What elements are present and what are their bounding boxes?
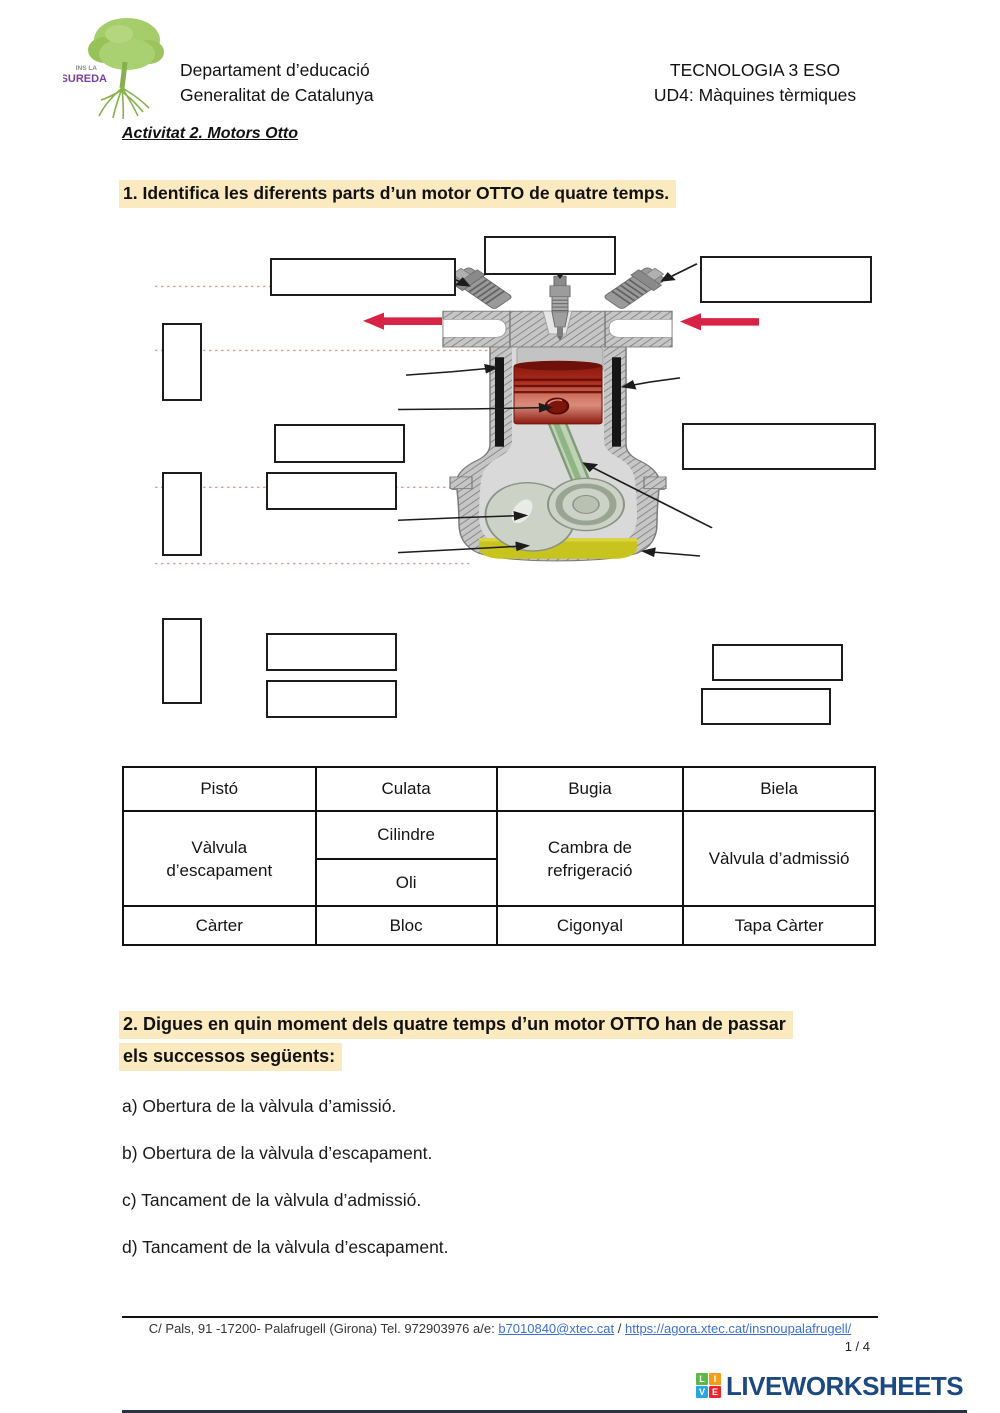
footer-email-link[interactable]: b7010840@xtec.cat <box>498 1321 615 1336</box>
engine-diagram <box>0 228 1000 730</box>
answer-box-left-1[interactable] <box>162 323 202 401</box>
liveworksheets-wordmark: LIVEWORKSHEETS <box>726 1371 964 1401</box>
table-row: Càrter Bloc Cigonyal Tapa Càrter <box>122 905 876 946</box>
header-left-line1: Departament d’educació <box>180 60 370 80</box>
part-cell-biela: Biela <box>682 766 876 812</box>
liveworksheets-branding: L I V E LIVEWORKSHEETS <box>696 1371 964 1402</box>
dotted-guide-lines <box>155 285 491 565</box>
intake-valve-graphic <box>604 267 665 309</box>
part-cell-oli: Oli <box>314 858 498 907</box>
logo-square-e: E <box>709 1386 721 1398</box>
header-right-line2: UD4: Màquines tèrmiques <box>653 85 857 105</box>
part-cell-culata: Culata <box>314 766 498 812</box>
question1-heading: 1. Identifica les diferents parts d’un m… <box>119 180 677 208</box>
answer-box-left-2[interactable] <box>162 472 202 556</box>
part-cell-cigonyal: Cigonyal <box>495 905 685 946</box>
answer-box-right-mid[interactable] <box>682 423 876 470</box>
question1-heading-wrap: 1. Identifica les diferents parts d’un m… <box>119 180 677 208</box>
svg-text:INS LA: INS LA <box>76 65 98 72</box>
tree-logo-graphic: INS LA SUREDA <box>61 18 164 120</box>
part-cell-cilindre: Cilindre <box>314 810 498 860</box>
part-cell-cambra-refrigeracio: Cambra de refrigeració <box>495 810 685 907</box>
part-cell-bloc: Bloc <box>314 905 498 946</box>
question2-heading-line2: els successos següents: <box>119 1043 343 1071</box>
parts-table: Pistó Culata Bugia Biela Vàlvula d’escap… <box>122 766 876 946</box>
table-row: Vàlvula d’escapament Cilindre Cambra de … <box>122 810 876 907</box>
footer-url-link[interactable]: https://agora.xtec.cat/insnoupalafrugell… <box>625 1321 852 1336</box>
table-row: Pistó Culata Bugia Biela <box>122 766 876 812</box>
footer-separator: / <box>614 1321 625 1336</box>
answer-box-top-center[interactable] <box>484 236 616 275</box>
answer-box-mid-left-3[interactable] <box>266 633 397 671</box>
question2-item-c: c) Tancament de la vàlvula d’admissió. <box>122 1190 422 1210</box>
liveworksheets-icon: L I V E <box>696 1373 723 1400</box>
part-cell-bugia: Bugia <box>495 766 685 812</box>
answer-box-top-left[interactable] <box>270 258 456 296</box>
activity-title: Activitat 2. Motors Otto <box>122 125 299 142</box>
piston-graphic <box>513 360 603 425</box>
part-cell-tapa-carter: Tapa Càrter <box>682 905 876 946</box>
header-left: Departament d’educació Generalitat de Ca… <box>180 58 374 108</box>
logo-square-l: L <box>696 1373 708 1385</box>
header-right-line1: TECNOLOGIA 3 ESO <box>669 60 841 80</box>
question2-item-a: a) Obertura de la vàlvula d’amissió. <box>122 1096 397 1116</box>
part-cell-valvula-escapament: Vàlvula d’escapament <box>122 810 317 907</box>
svg-text:SUREDA: SUREDA <box>63 73 107 85</box>
question2-item-d: d) Tancament de la vàlvula d’escapament. <box>122 1237 449 1257</box>
exhaust-flow-arrow <box>363 312 442 330</box>
footer-divider <box>122 1316 878 1318</box>
table-row: Oli <box>123 858 875 907</box>
answer-box-right-low-1[interactable] <box>712 644 843 681</box>
crankshaft-graphic <box>484 477 625 552</box>
part-cell-carter: Càrter <box>122 905 317 946</box>
part-cell-pisto: Pistó <box>122 766 317 812</box>
question2-item-b: b) Obertura de la vàlvula d’escapament. <box>122 1143 433 1163</box>
footer-contact: C/ Pals, 91 -17200- Palafrugell (Girona)… <box>0 1321 1000 1336</box>
answer-box-left-3[interactable] <box>162 618 202 704</box>
answer-box-mid-left-1[interactable] <box>274 424 405 463</box>
answer-box-top-right[interactable] <box>700 256 872 303</box>
logo-square-v: V <box>696 1386 708 1398</box>
header-right: TECNOLOGIA 3 ESO UD4: Màquines tèrmiques <box>620 58 890 108</box>
question2-heading-line1-wrap: 2. Digues en quin moment dels quatre tem… <box>119 1011 793 1039</box>
question2-heading-line1: 2. Digues en quin moment dels quatre tem… <box>119 1011 793 1039</box>
page-number: 1 / 4 <box>844 1339 870 1354</box>
answer-box-mid-left-2[interactable] <box>266 472 397 510</box>
footer-address: C/ Pals, 91 -17200- Palafrugell (Girona)… <box>148 1321 499 1336</box>
bottom-edge-bar <box>122 1410 967 1413</box>
answer-box-mid-left-4[interactable] <box>266 680 397 718</box>
engine-illustration <box>155 262 759 565</box>
spark-plug-graphic <box>549 275 571 341</box>
header-left-line2: Generalitat de Catalunya <box>180 85 374 105</box>
part-cell-valvula-admissio: Vàlvula d’admissió <box>682 810 876 907</box>
logo-square-i: I <box>709 1373 721 1385</box>
answer-box-right-low-2[interactable] <box>701 688 831 725</box>
question2-heading-line2-wrap: els successos següents: <box>119 1043 343 1071</box>
intake-flow-arrow <box>680 313 759 331</box>
school-logo: INS LA SUREDA <box>61 12 175 120</box>
